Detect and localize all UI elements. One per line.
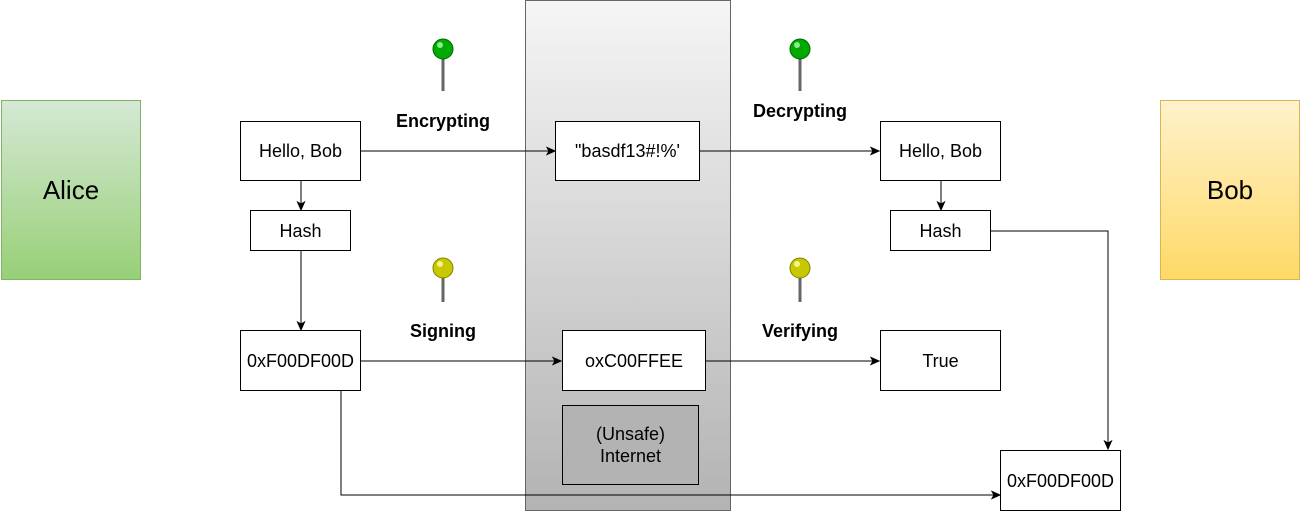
bob-hash-box: Hash — [890, 210, 991, 251]
alice-hash-text: Hash — [279, 220, 322, 241]
alice-label: Alice — [42, 174, 100, 205]
signing-label: Signing — [410, 321, 476, 341]
bob-label: Bob — [1206, 174, 1254, 205]
bob-hash-text: Hash — [919, 220, 962, 241]
ciphertext-text: "basdf13#!%' — [575, 141, 680, 161]
arrow-hash-to-digest-bob — [991, 230, 1108, 449]
signature-text: oxC00FFEE — [584, 350, 684, 371]
bob-message-box: Hello, Bob — [880, 121, 1001, 181]
decrypting-label: Decrypting — [752, 101, 848, 121]
alice-digest-box: 0xF00DF00D — [240, 330, 361, 391]
alice-message-text: Hello, Bob — [258, 141, 343, 161]
pin-encrypting-icon — [432, 38, 454, 91]
encrypting-label: Encrypting — [395, 111, 490, 131]
bob-box: Bob — [1160, 100, 1300, 280]
alice-box: Alice — [1, 100, 141, 280]
arrow-digest-to-digest — [340, 391, 1000, 495]
internet-label-box: (Unsafe) Internet — [562, 405, 699, 485]
signature-box: oxC00FFEE — [562, 330, 706, 391]
bob-digest-text: 0xF00DF00D — [1006, 470, 1115, 491]
bob-message-text: Hello, Bob — [898, 141, 983, 161]
bob-digest-box: 0xF00DF00D — [1000, 450, 1121, 511]
internet-label-line1: (Unsafe) — [595, 424, 666, 444]
pin-verifying-icon — [789, 257, 811, 302]
verify-result-box: True — [880, 330, 1001, 391]
ciphertext-box: "basdf13#!%' — [555, 121, 700, 181]
verifying-label: Verifying — [761, 321, 839, 341]
alice-digest-text: 0xF00DF00D — [246, 350, 355, 371]
alice-message-box: Hello, Bob — [240, 121, 361, 181]
alice-hash-box: Hash — [250, 210, 351, 251]
pin-signing-icon — [432, 257, 454, 302]
internet-label-line2: Internet — [599, 446, 662, 466]
pin-decrypting-icon — [789, 38, 811, 91]
verify-result-text: True — [922, 350, 959, 371]
